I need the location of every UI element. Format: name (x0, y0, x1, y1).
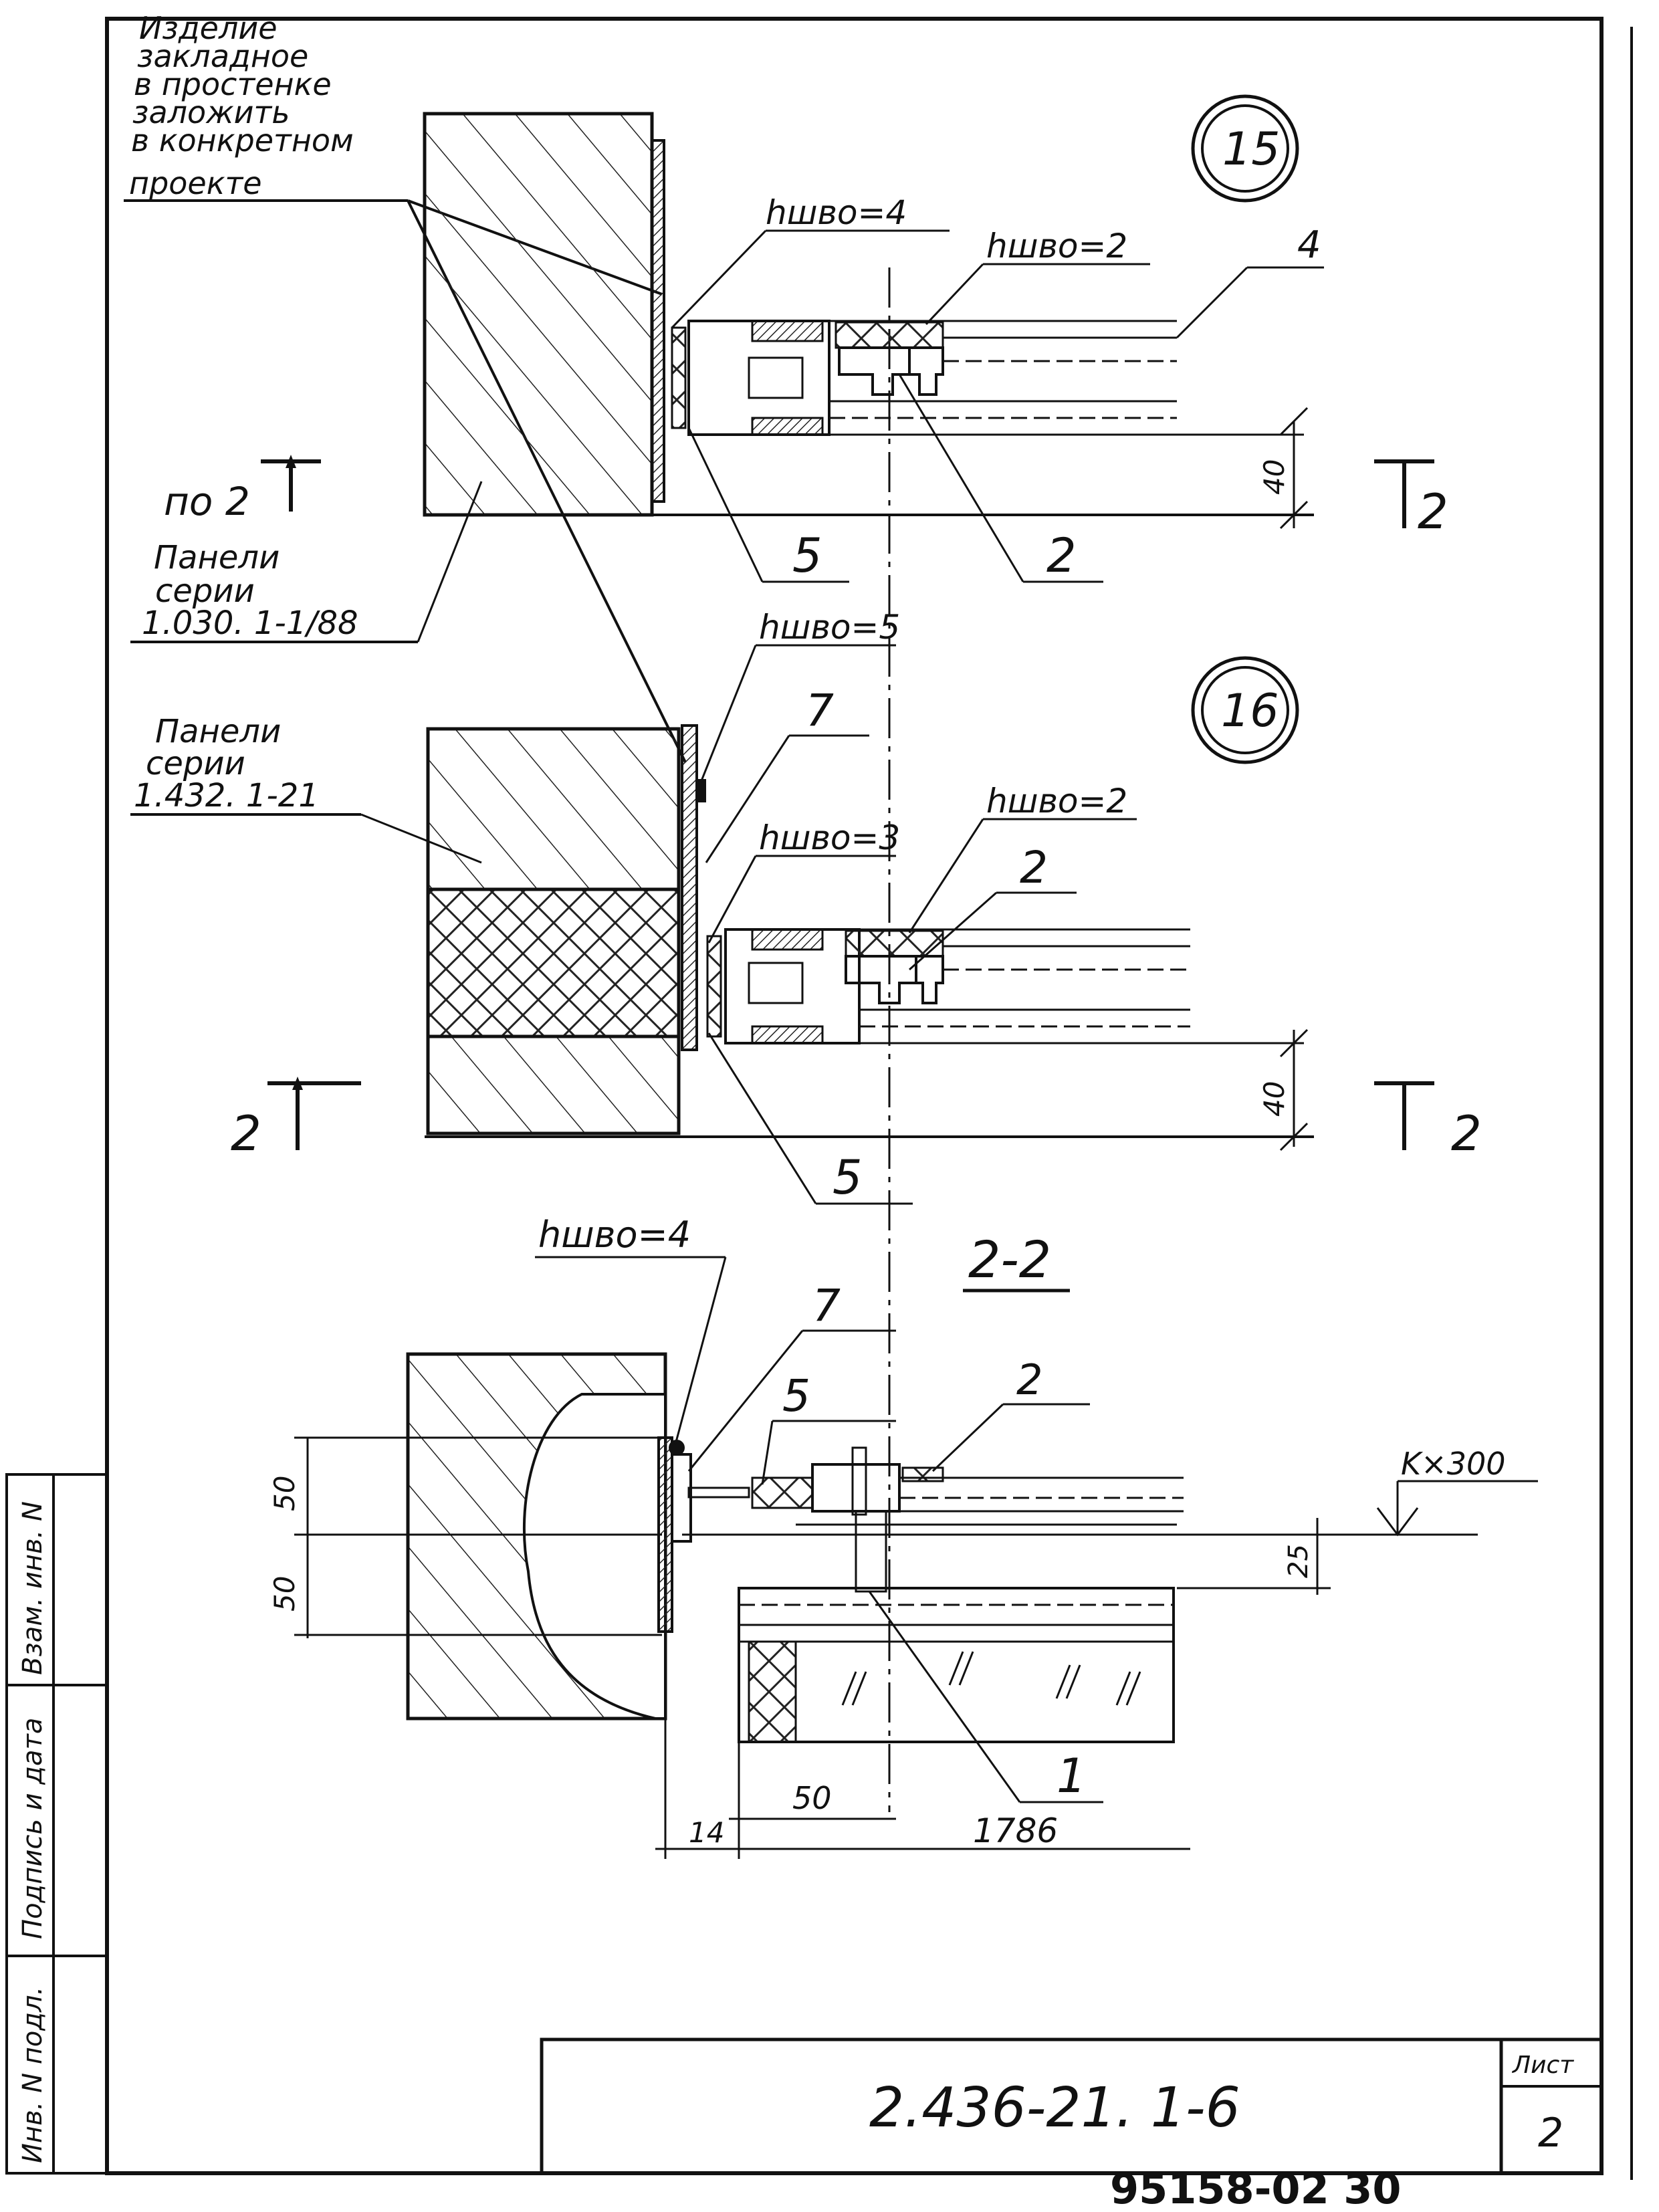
dim-50-a: 50 (268, 1476, 301, 1511)
detail-16: 16 hшво=5 7 hшво=3 hшво=2 (130, 608, 1482, 1205)
callout-7-bot: 7 (812, 1280, 841, 1331)
callout-7-mid: 7 (806, 685, 834, 736)
side-field-exchange: Взам. инв. N (17, 1501, 48, 1675)
dim-25: 25 (1283, 1544, 1314, 1578)
svg-text:в конкретном: в конкретном (131, 122, 354, 158)
detail-15-number: 15 (1222, 123, 1281, 176)
svg-text:1.030. 1-1/88: 1.030. 1-1/88 (142, 604, 358, 642)
svg-text:Панели: Панели (154, 539, 280, 576)
weld-5: hшво=5 (759, 608, 900, 647)
section-ref-mid-left: 2 (231, 1105, 261, 1162)
section-ref-top-left: по 2 (164, 479, 250, 524)
callout-5-mid: 5 (833, 1150, 863, 1205)
sheet-number: 2 (1538, 2110, 1563, 2156)
svg-text:Изделие: Изделие (139, 10, 278, 46)
callout-1: 1 (1057, 1749, 1087, 1803)
dim-14: 14 (689, 1816, 724, 1849)
section-ref-mid-right: 2 (1451, 1105, 1482, 1162)
svg-text:Панели: Панели (155, 713, 281, 750)
dim-50-c: 50 (792, 1780, 832, 1816)
sheet-label: Лист (1511, 2052, 1574, 2079)
dim-50-b: 50 (268, 1576, 301, 1612)
dim-1786: 1786 (973, 1811, 1058, 1850)
level-mark: K×300 (1401, 1446, 1506, 1482)
svg-text:серии: серии (155, 572, 255, 610)
section-title: 2-2 (968, 1230, 1051, 1289)
side-field-original: Инв. N подл. (17, 1987, 48, 2163)
svg-text:проекте: проекте (129, 165, 262, 201)
dim-40-top: 40 (1258, 459, 1291, 495)
section-2-2: 2-2 hшво=4 (268, 1214, 1538, 1859)
detail-15: 15 hшво=4 hшво=2 4 (130, 94, 1448, 643)
svg-text:заложить: заложить (132, 94, 290, 130)
side-field-signature: Подпись и дата (17, 1718, 48, 1939)
svg-text:1.432. 1-21: 1.432. 1-21 (134, 777, 319, 814)
dim-40-mid: 40 (1258, 1081, 1291, 1117)
detail-16-number: 16 (1221, 685, 1279, 738)
weld-4-bottom: hшво=4 (538, 1214, 691, 1256)
title-block: 2.436-21. 1-6 Лист 2 (540, 2037, 1603, 2175)
weld-2-top: hшво=2 (986, 227, 1127, 265)
side-stamp: Взам. инв. N Подпись и дата Инв. N подл. (5, 1473, 108, 2175)
doc-number: 2.436-21. 1-6 (869, 2076, 1240, 2140)
weld-2-mid: hшво=2 (986, 782, 1127, 820)
callout-4: 4 (1297, 223, 1321, 267)
callout-5-bot: 5 (782, 1370, 810, 1422)
callout-5-top: 5 (792, 528, 822, 583)
section-ref-top-right: 2 (1418, 483, 1448, 540)
callout-2-mid: 2 (1020, 842, 1048, 893)
callout-2-top: 2 (1046, 528, 1077, 583)
callout-2-bot: 2 (1016, 1355, 1042, 1404)
svg-text:в простенке: в простенке (134, 66, 332, 102)
weld-4-top: hшво=4 (766, 193, 907, 232)
footer-code: 95158-02 30 (1110, 2165, 1402, 2209)
svg-text:закладное: закладное (137, 38, 308, 74)
weld-3: hшво=3 (759, 818, 900, 857)
svg-text:серии: серии (146, 745, 245, 782)
